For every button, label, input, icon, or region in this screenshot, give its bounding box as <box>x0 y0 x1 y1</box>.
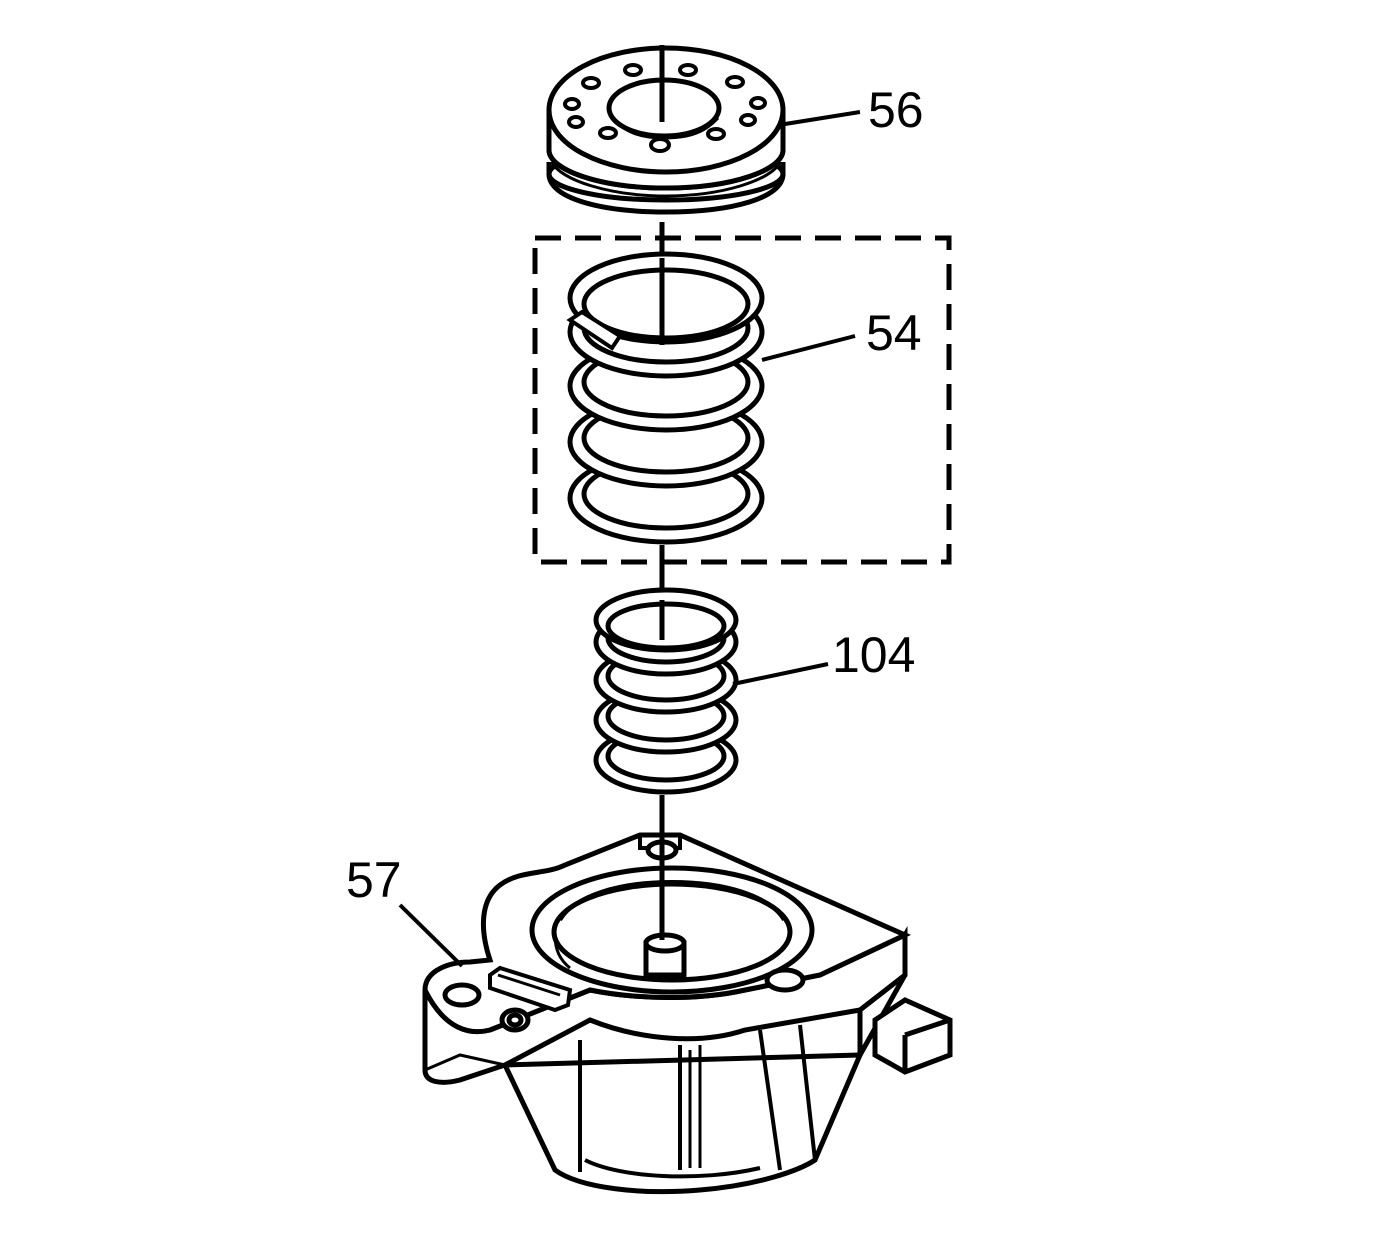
part-104-inner-spring <box>593 587 739 795</box>
callout-104: 104 <box>832 627 915 683</box>
callout-56: 56 <box>868 82 924 138</box>
part-54-outer-spring <box>566 251 765 545</box>
callout-57: 57 <box>346 852 402 908</box>
callout-54: 54 <box>866 305 922 361</box>
part-56-retainer <box>546 45 786 215</box>
leader-56 <box>784 110 861 126</box>
leader-57 <box>398 903 464 968</box>
dashed-highlight-box <box>532 235 952 565</box>
leader-54 <box>761 334 856 362</box>
leader-104 <box>732 662 829 686</box>
part-57-housing <box>422 832 953 1195</box>
